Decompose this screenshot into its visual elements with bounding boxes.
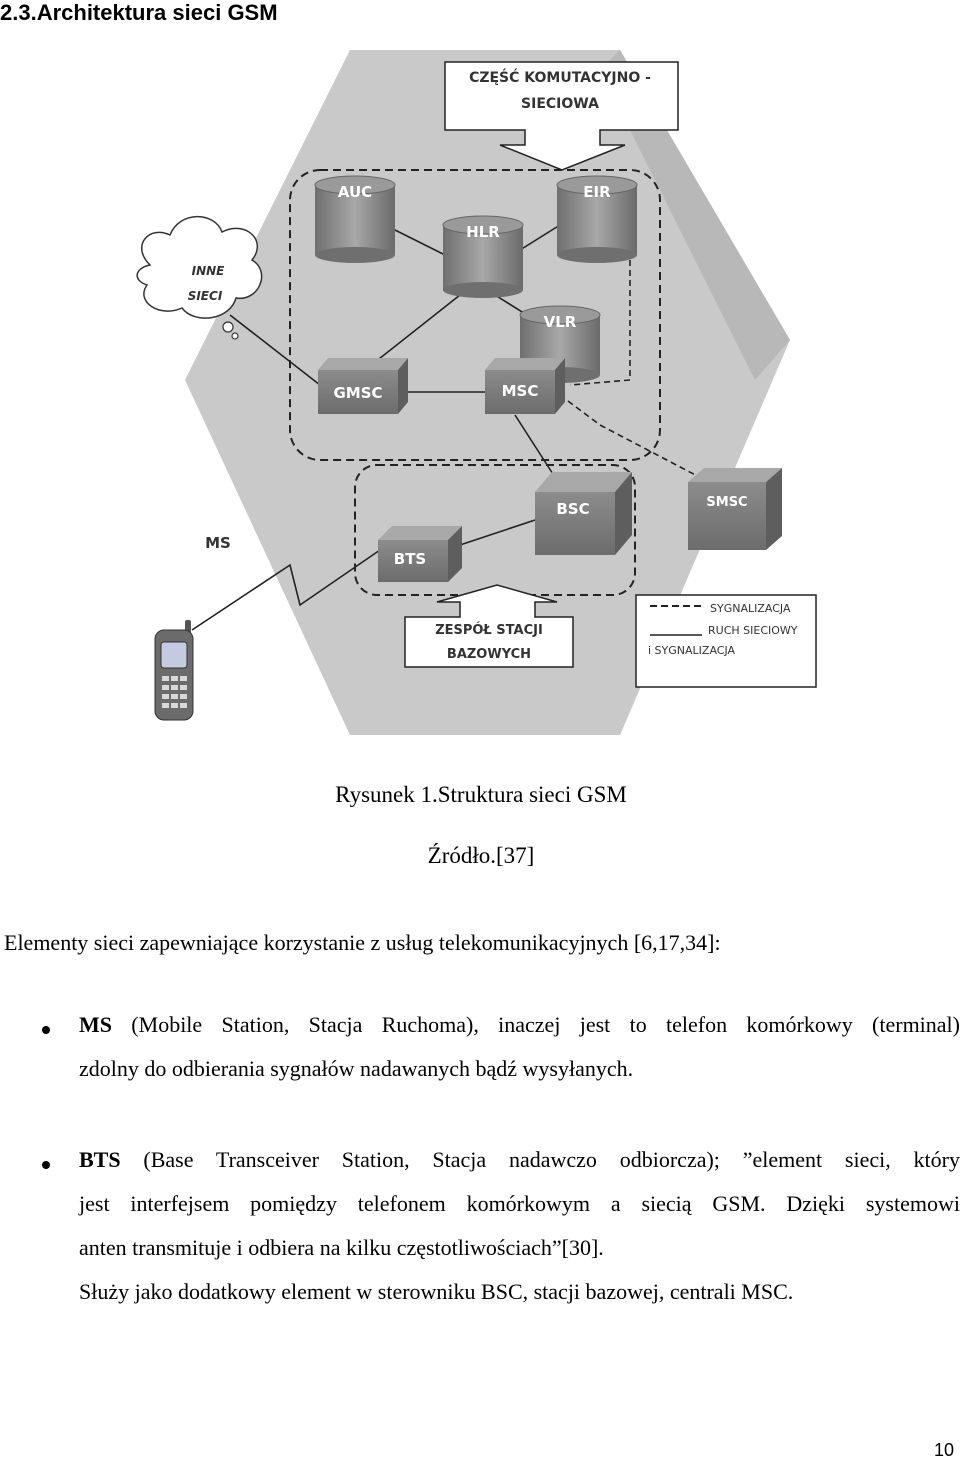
section-heading: 2.3.Architektura sieci GSM — [0, 0, 278, 25]
msc-node: MSC — [485, 358, 565, 414]
bullet-ms-line2: zdolny do odbierania sygnałów nadawanych… — [79, 1056, 634, 1081]
signal-eir-msc — [569, 250, 631, 386]
link-eir-hlr — [519, 224, 561, 251]
switching-part-line2: SIECIOWA — [521, 96, 599, 112]
other-networks-line1: INNE — [192, 264, 226, 278]
bullet-bts-line3: anten transmituje i odbiera na kilku czę… — [79, 1235, 604, 1260]
radio-link-ms-bts — [191, 549, 381, 631]
auc-database: AUC — [314, 175, 396, 263]
bullet-bts-line1: BTS (Base Transceiver Station, Stacja na… — [79, 1147, 960, 1172]
signal-msc-smsc — [559, 394, 706, 481]
bullet-ms-line1: MS (Mobile Station, Stacja Ruchoma), ina… — [79, 1012, 960, 1037]
bsc-label: BSC — [556, 500, 589, 518]
bullet-dot — [42, 1026, 50, 1034]
other-networks-cloud: INNE SIECI — [136, 215, 263, 340]
gmsc-node: GMSC — [318, 358, 408, 414]
auc-label: AUC — [338, 183, 372, 201]
bts-label: BTS — [394, 550, 426, 568]
eir-label: EIR — [583, 183, 611, 201]
base-station-callout: ZESPÓŁ STACJI BAZOWYCH — [404, 584, 574, 668]
intro-paragraph: Elementy sieci zapewniające korzystanie … — [4, 930, 721, 955]
bullet-dot — [42, 1161, 50, 1169]
eir-database: EIR — [556, 175, 638, 263]
hlr-database: HLR — [442, 215, 524, 298]
ms-label: MS — [205, 534, 231, 552]
switching-part-line1: CZĘŚĆ KOMUTACYJNO - — [469, 68, 651, 86]
page-number: 10 — [933, 1440, 954, 1460]
mobile-phone-icon — [154, 620, 194, 721]
bullet-bts-line4: Służy jako dodatkowy element w sterownik… — [79, 1279, 794, 1304]
bts-node: BTS — [378, 526, 462, 582]
legend-signaling: SYGNALIZACJA — [710, 602, 791, 615]
diagram-legend: SYGNALIZACJA RUCH SIECIOWY i SYGNALIZACJ… — [635, 594, 817, 688]
vlr-label: VLR — [544, 313, 577, 331]
link-bsc-bts — [459, 519, 536, 546]
legend-traffic-signaling: i SYGNALIZACJA — [648, 644, 736, 657]
switching-part-callout: CZĘŚĆ KOMUTACYJNO - SIECIOWA — [444, 61, 679, 171]
hlr-label: HLR — [466, 223, 500, 241]
base-station-line1: ZESPÓŁ STACJI — [435, 622, 543, 638]
smsc-node: SMSC — [688, 468, 782, 550]
bullet-bts-line2: jest interfejsem pomiędzy telefonem komó… — [79, 1191, 960, 1216]
gmsc-label: GMSC — [333, 384, 382, 402]
link-hlr-gmsc — [364, 294, 461, 371]
legend-traffic: RUCH SIECIOWY — [708, 624, 798, 637]
msc-label: MSC — [502, 382, 539, 400]
bsc-node: BSC — [535, 472, 632, 555]
figure-source: Źródło.[37] — [427, 843, 535, 868]
switching-subsystem-boundary — [289, 169, 661, 461]
figure-caption: Rysunek 1.Struktura sieci GSM — [335, 782, 627, 807]
other-networks-line2: SIECI — [188, 289, 223, 303]
gsm-architecture-diagram: CZĘŚĆ KOMUTACYJNO - SIECIOWA INNE SIECI … — [136, 50, 817, 735]
base-station-line2: BAZOWYCH — [447, 647, 531, 662]
link-cloud-gmsc — [229, 314, 321, 386]
smsc-label: SMSC — [706, 495, 747, 510]
